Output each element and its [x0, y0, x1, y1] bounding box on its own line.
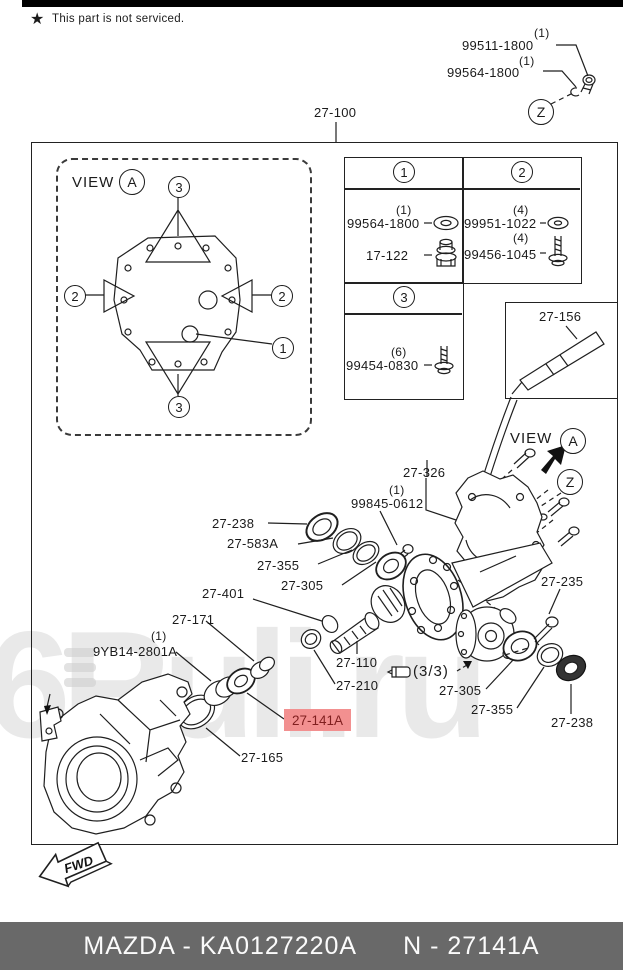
marker-1: 1 — [272, 337, 294, 359]
part-label-27-238-b: 27-238 — [551, 715, 594, 730]
star-bracket — [39, 693, 62, 742]
table-header-divider — [344, 188, 580, 190]
top-divider-bar — [22, 0, 623, 7]
part-label-27-401: 27-401 — [202, 586, 245, 601]
qty-99564: (1) — [519, 54, 535, 68]
footer-bar: MAZDA - KA0127220A N - 27141A — [0, 922, 623, 970]
carrier-housing — [43, 673, 193, 835]
part-label-27-305-b: 27-305 — [439, 683, 482, 698]
lower-ring-stack — [175, 620, 285, 757]
part-label-99454-0830: 99454-0830 — [346, 358, 419, 373]
not-serviced-note: This part is not serviced. — [52, 13, 185, 25]
table-header-divider-2 — [344, 313, 462, 315]
ring-gear-flange — [402, 553, 501, 641]
part-label-27-326: 27-326 — [403, 465, 446, 480]
part-label-27-100: 27-100 — [314, 105, 357, 120]
inset-box-27-156 — [505, 302, 618, 399]
cover-casting — [426, 460, 553, 608]
not-serviced-star-icon: ★ — [30, 11, 45, 28]
upper-ring-stack — [267, 512, 407, 586]
view-indicator-circle-z: Z — [557, 469, 583, 495]
view-a-box — [56, 158, 312, 436]
callout-bolt-washer-art — [543, 44, 596, 105]
diagram-frame — [31, 142, 618, 845]
part-label-99564-1800-table: 99564-1800 — [347, 216, 420, 231]
part-label-99456-1045: 99456-1045 — [464, 247, 537, 262]
part-label-27-355-b: 27-355 — [471, 702, 514, 717]
qty-99845: (1) — [389, 483, 405, 497]
table-col-divider — [462, 157, 464, 282]
view-a-art — [85, 196, 273, 396]
qty-99511: (1) — [534, 26, 550, 40]
table-header-1: 1 — [393, 161, 415, 183]
qty-99454: (6) — [391, 345, 407, 359]
part-label-27-165: 27-165 — [241, 750, 284, 765]
fastener-icons — [424, 215, 569, 375]
part-label-27-171: 27-171 — [172, 612, 215, 627]
part-label-27-355: 27-355 — [257, 558, 300, 573]
fwd-arrow: FWD — [38, 841, 113, 888]
part-label-27-238: 27-238 — [212, 516, 255, 531]
part-label-99845-0612: 99845-0612 — [351, 496, 424, 511]
view-a-circle: A — [119, 169, 145, 195]
cover-bolts — [513, 448, 580, 547]
part-label-99951-1022: 99951-1022 — [464, 216, 537, 231]
watermark-bar — [64, 663, 96, 672]
view-a-title: VIEW — [72, 174, 115, 191]
footer-part-ref: N - 27141A — [403, 931, 540, 960]
part-label-27-235: 27-235 — [541, 574, 584, 589]
sheet-ref-3of3: (3/3) — [413, 663, 449, 680]
marker-3-top: 3 — [168, 176, 190, 198]
right-lower-stack — [485, 588, 587, 714]
fastener-table-lower — [344, 282, 464, 400]
qty-99456: (4) — [513, 231, 529, 245]
qty-9yb14: (1) — [151, 629, 167, 643]
part-label-99511-1800: 99511-1800 — [462, 38, 534, 53]
differential-case — [455, 606, 520, 662]
view-indicator-title: VIEW — [510, 430, 553, 447]
qty-99951: (4) — [513, 203, 529, 217]
footer-catalog-code: MAZDA - KA0127220A — [83, 931, 358, 960]
part-label-27-305: 27-305 — [281, 578, 324, 593]
part-label-9yb14-2801a: 9YB14-2801A — [93, 644, 178, 659]
marker-2-right: 2 — [271, 285, 293, 307]
part-label-27-156: 27-156 — [539, 309, 582, 324]
view-indicator-circle-a: A — [560, 428, 586, 454]
table-header-3: 3 — [393, 286, 415, 308]
qty-99564-table: (1) — [396, 203, 412, 217]
part-label-99564-1800-top: 99564-1800 — [447, 65, 520, 80]
marker-2-left: 2 — [64, 285, 86, 307]
part-label-27-210: 27-210 — [336, 678, 379, 693]
part-label-27-110: 27-110 — [336, 655, 378, 670]
view-z-circle-top: Z — [528, 99, 554, 125]
table-header-2: 2 — [511, 161, 533, 183]
sheet-ref-hand-icon — [386, 661, 472, 678]
part-label-17-122: 17-122 — [366, 248, 409, 263]
part-label-27-583a: 27-583A — [227, 536, 279, 551]
watermark-bar — [64, 648, 96, 657]
pinion-shaft — [252, 585, 406, 685]
watermark-bar — [64, 678, 96, 687]
part-label-27-141a-highlighted: 27-141A — [284, 709, 351, 731]
marker-3-bottom: 3 — [168, 396, 190, 418]
